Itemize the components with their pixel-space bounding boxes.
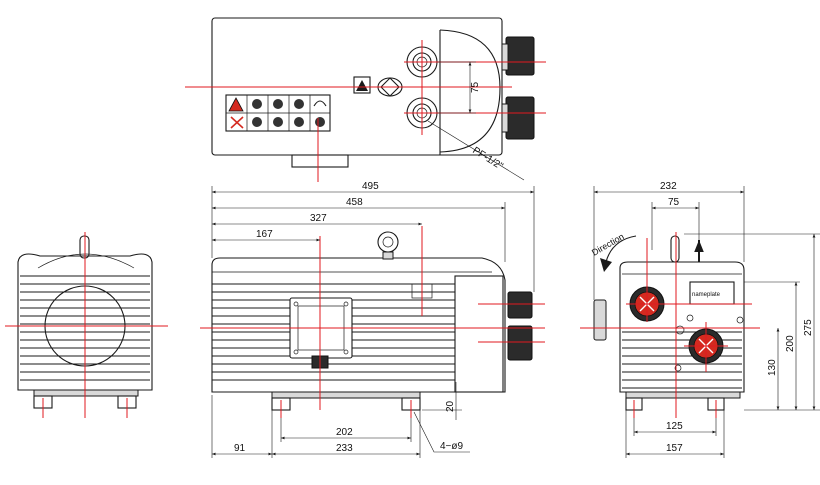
protective-glove-icon [252,117,262,127]
top-connector-upper [505,36,535,76]
left-view-top-curve [37,253,135,269]
mask-icon [315,117,325,127]
right-screw-a [686,314,694,322]
front-connector-upper [507,291,533,319]
hot-surface-icon [294,99,304,109]
front-view: 495 458 327 167 202 233 91 20 4−ø9 [200,181,545,458]
no-symbol-icon [230,116,244,129]
right-screw-d [674,364,682,372]
dim-foot-inner: 202 [336,427,353,438]
right-screw-b [736,316,744,324]
terminal-screw-4 [343,349,349,355]
top-triangle-warning-icon [353,76,371,94]
dim-length-overall: 495 [362,181,379,192]
terminal-screw-1 [293,301,299,307]
top-view-foot [291,154,349,168]
right-end-view: nameplate Direction 232 75 [580,181,820,458]
dim-to-eyebolt: 327 [310,213,327,224]
manual-icon [273,117,283,127]
hazard-triangle-icon [228,97,244,112]
terminal-screw-2 [343,301,349,307]
top-view-cover-curve [439,29,501,153]
right-base [625,391,741,399]
top-view: 75 PF-1/2" [185,17,546,182]
front-end-cover [454,275,504,393]
warning-label-panel [225,94,331,132]
dim-foot-outer: 233 [336,443,353,454]
holes-label: 4−ø9 [440,441,464,452]
dim-foot-height: 20 [445,400,456,412]
rotor-icon [273,99,283,109]
dim-width-overall: 232 [660,181,677,192]
dim-to-box: 167 [256,229,273,240]
dim-foot-offset: 91 [234,443,246,454]
dim-port-offset: 75 [668,197,680,208]
holes-leader [413,411,470,453]
left-fan-view [5,232,168,418]
right-eyebolt [670,235,680,263]
dim-height-top: 200 [785,335,796,352]
dim-right-foot-inner: 125 [666,421,683,432]
terminal-screw-3 [293,349,299,355]
direction-arrow-icon [600,258,612,272]
front-eyebolt [377,231,399,253]
dim-top-port-spacing: 75 [470,81,481,93]
dim-right-foot-outer: 157 [666,443,683,454]
top-connector-lower [505,96,535,140]
top-connector-collar-upper [501,43,509,71]
dim-height-center: 130 [767,359,778,376]
ear-protection-icon [294,117,304,127]
rotation-icon [313,100,327,107]
dim-length-body: 458 [346,197,363,208]
direction-label: Direction [590,231,626,257]
left-base [33,389,139,397]
direction-arc [605,235,637,263]
front-connector-lower [507,325,533,361]
port-thread-leader [427,120,525,181]
hand-icon [252,99,262,109]
nameplate-label: nameplate [692,292,721,298]
front-base [271,391,421,399]
dim-height-total: 275 [803,319,814,336]
right-side-knob [593,299,607,341]
top-connector-collar-lower [501,103,509,133]
